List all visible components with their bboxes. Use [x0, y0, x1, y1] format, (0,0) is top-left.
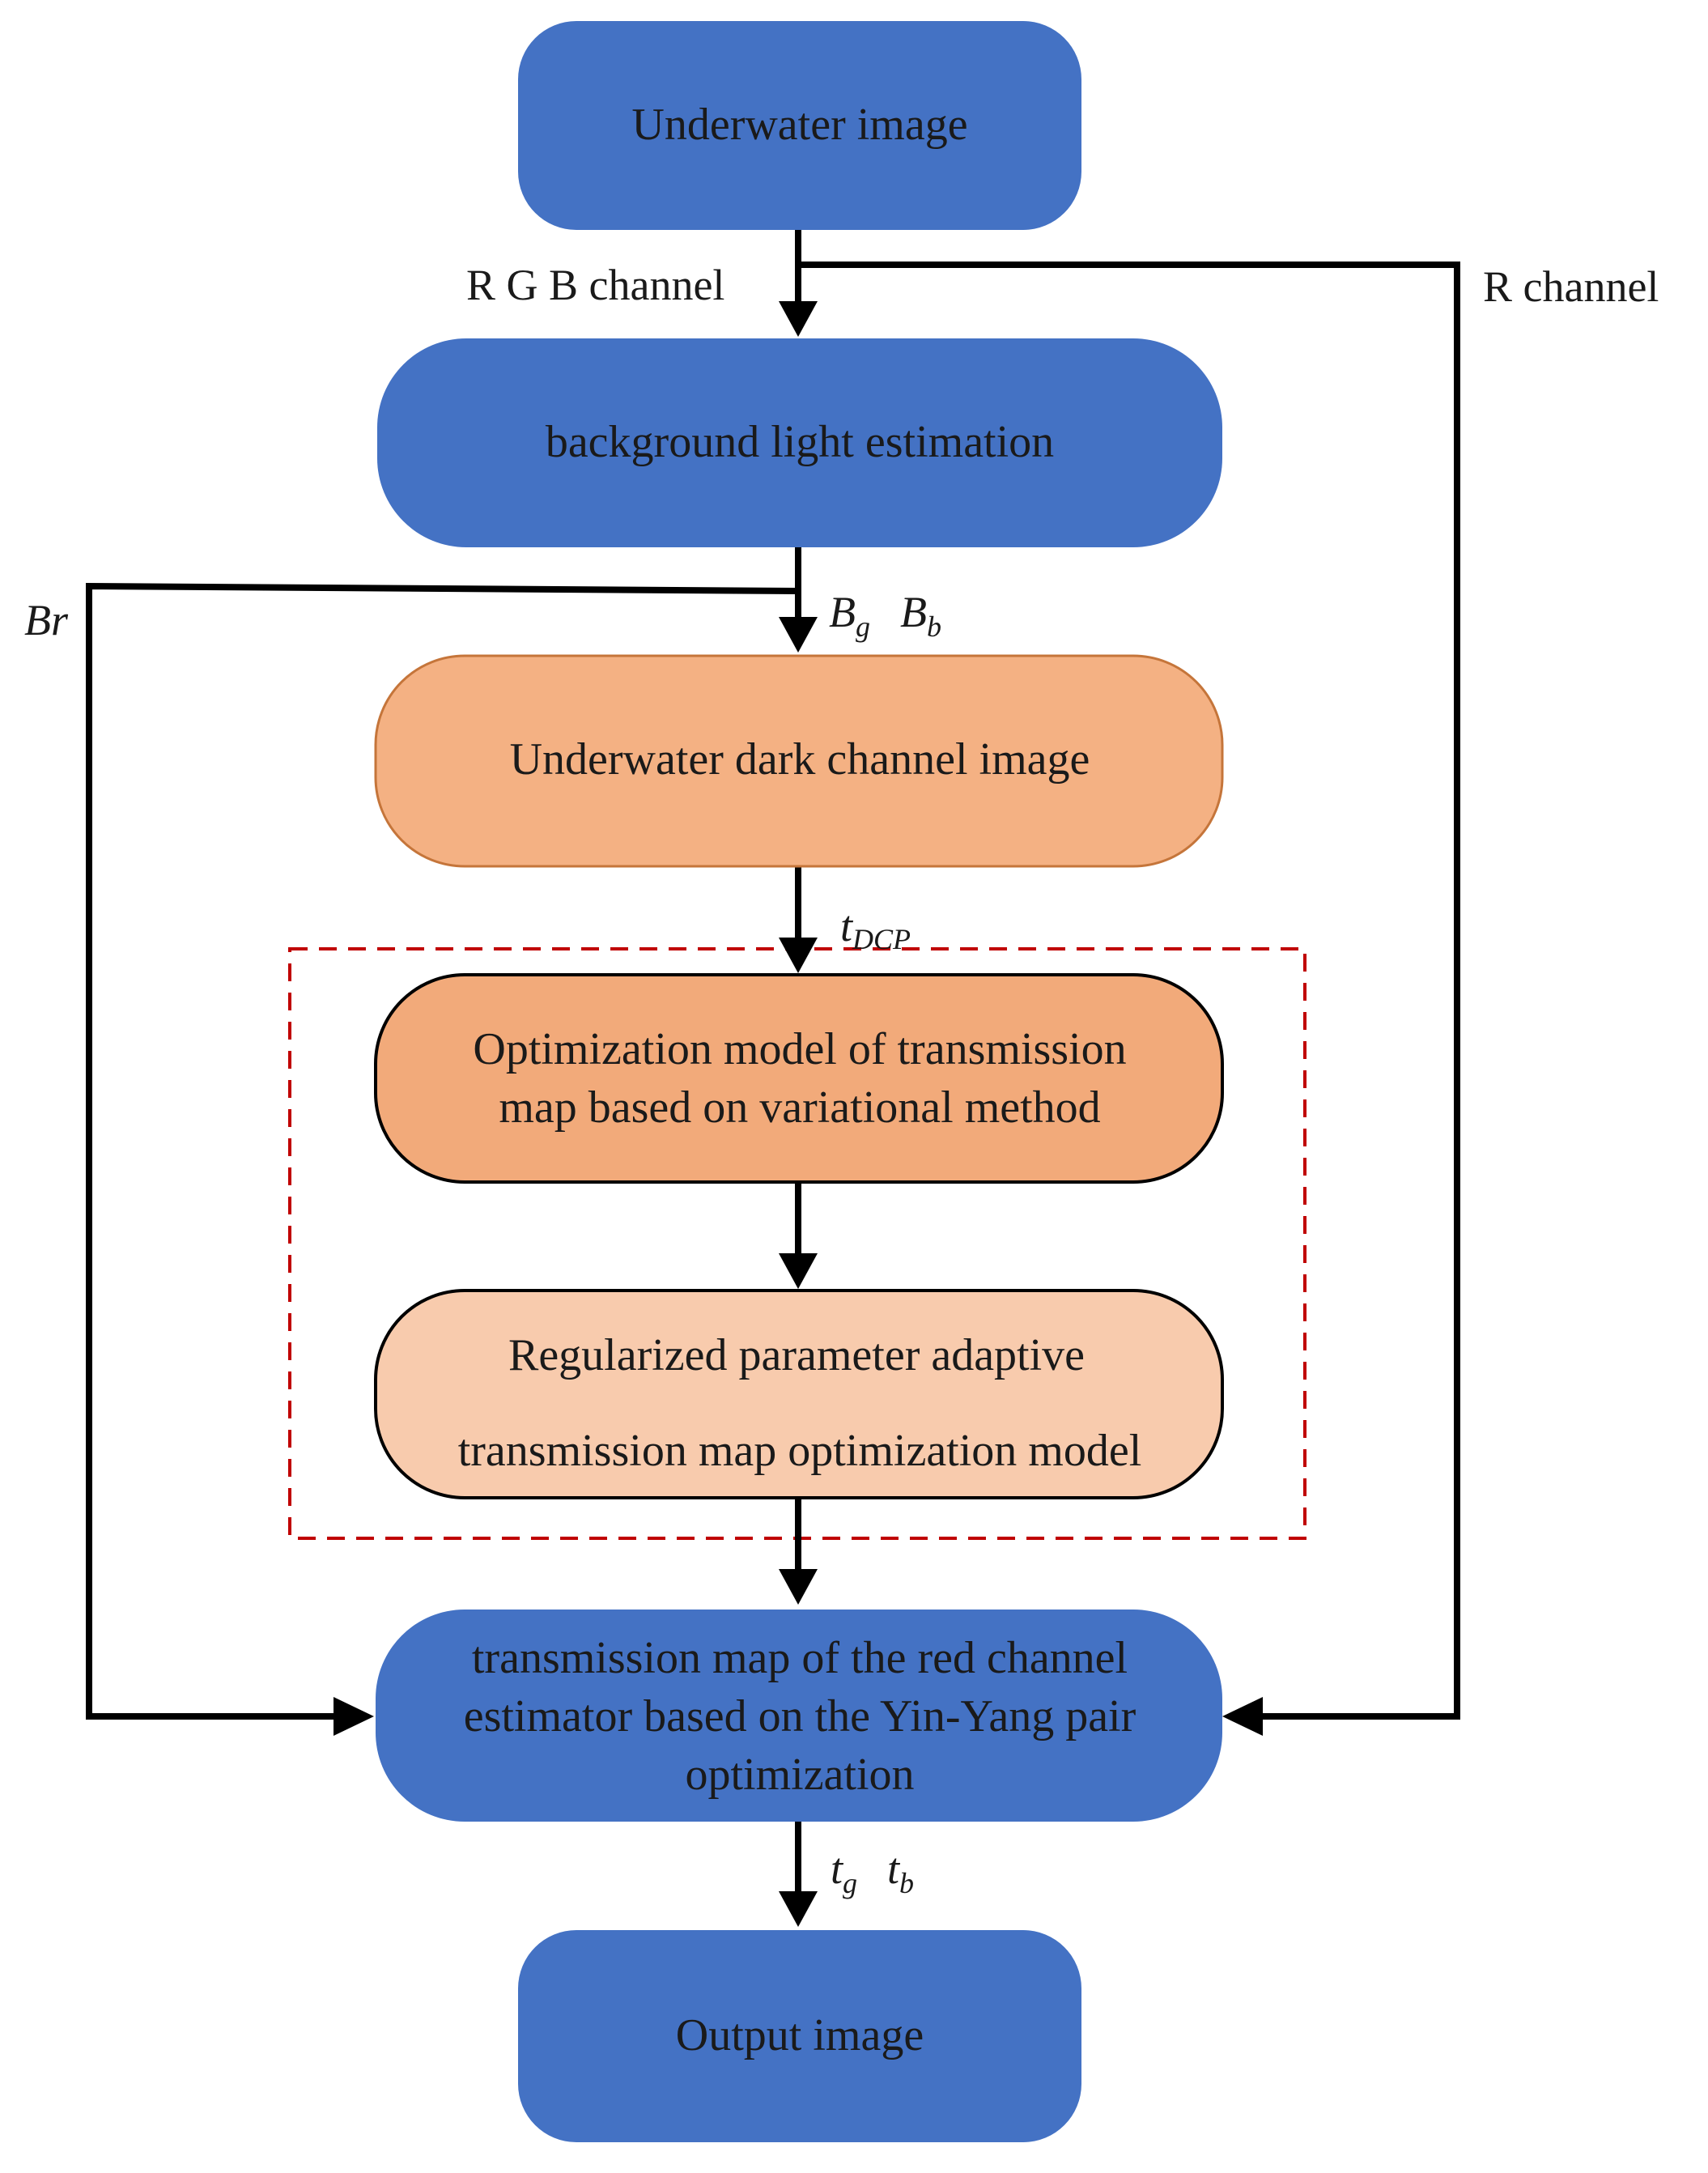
estimator-line2: estimator based on the Yin-Yang pair	[464, 1691, 1137, 1741]
tdcp-label: tDCP	[840, 902, 911, 955]
bb-label: Bb	[900, 588, 941, 643]
rgb-channel-label: R G B channel	[466, 261, 724, 309]
r-channel-label: R channel	[1483, 262, 1659, 311]
node-dark-channel: Underwater dark channel image	[374, 654, 1224, 868]
arrowhead-to-regularized	[779, 1253, 818, 1289]
node-underwater-image: Underwater image	[518, 21, 1081, 230]
arrowhead-to-estimator	[779, 1569, 818, 1605]
tb-label: tb	[887, 1844, 914, 1899]
arrowhead-to-dark-channel	[779, 617, 818, 653]
estimator-line1: transmission map of the red channel	[472, 1633, 1128, 1683]
node-output-image: Output image	[518, 1930, 1081, 2142]
edge-br	[86, 582, 799, 1720]
node-background-light: background light estimation	[377, 338, 1222, 547]
regularized-model-line2: transmission map optimization model	[458, 1426, 1142, 1476]
bg-label: Bg	[829, 588, 870, 643]
regularized-model-line1: Regularized parameter adaptive	[508, 1330, 1085, 1380]
arrowhead-to-output	[779, 1891, 818, 1927]
node-optimization-model: Optimization model of transmission map b…	[374, 973, 1224, 1184]
optimization-model-line2: map based on variational method	[499, 1082, 1100, 1133]
tg-label: tg	[831, 1844, 857, 1899]
arrowhead-to-background-light	[779, 301, 818, 337]
estimator-line3: optimization	[685, 1750, 914, 1800]
br-label: Br	[24, 596, 69, 644]
arrowhead-to-optimization	[779, 938, 818, 973]
underwater-image-label: Underwater image	[631, 100, 967, 150]
dark-channel-label: Underwater dark channel image	[510, 734, 1090, 785]
node-red-channel-estimator: transmission map of the red channel esti…	[376, 1610, 1222, 1822]
arrowhead-br	[334, 1697, 374, 1736]
background-light-label: background light estimation	[546, 417, 1054, 467]
optimization-model-line1: Optimization model of transmission	[473, 1024, 1126, 1074]
output-image-label: Output image	[676, 2010, 924, 2060]
edge-r-channel	[798, 262, 1460, 1720]
arrowhead-r-channel	[1222, 1697, 1263, 1736]
node-regularized-model: Regularized parameter adaptive transmiss…	[374, 1289, 1224, 1499]
